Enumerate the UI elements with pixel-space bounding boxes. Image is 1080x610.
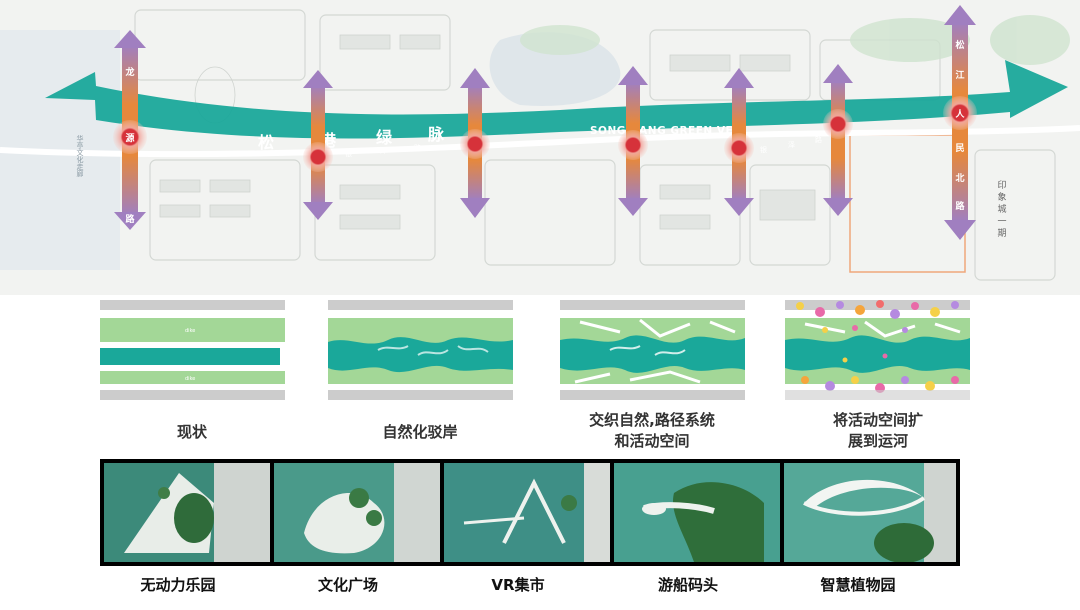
svg-text:dike: dike	[185, 376, 195, 382]
photo-label: 智慧植物园	[820, 576, 896, 594]
west-road-name: 龙 源 路	[124, 66, 135, 225]
building-footprints	[159, 34, 816, 230]
road-label-yinyang: 银 洋 路	[345, 143, 421, 158]
svg-text:dike: dike	[185, 328, 195, 334]
city-road	[0, 125, 1080, 158]
title-char: 松	[258, 133, 274, 152]
node-marker	[460, 129, 490, 159]
svg-text:松: 松	[955, 39, 964, 51]
svg-text:路: 路	[125, 213, 135, 225]
node-marker	[113, 120, 147, 154]
photo-label: 文化广场	[317, 576, 378, 594]
photo-vr-market	[444, 463, 610, 562]
svg-text:洋: 洋	[380, 146, 387, 155]
svg-text:一: 一	[997, 217, 1006, 227]
corridor-map: 松 港 绿 脉 SONG GANG GREEN VEIN 银 洋 路 银 泽 路	[0, 0, 1080, 295]
svg-text:路: 路	[414, 143, 421, 152]
svg-text:路: 路	[815, 135, 822, 144]
road-label-yinze: 银 泽 路	[760, 135, 822, 154]
photo-label: 游船码头	[657, 576, 718, 594]
stage-current: dike dike	[100, 300, 285, 400]
photo-playground	[104, 463, 270, 562]
photo-botanical-garden	[784, 463, 956, 562]
title-char: 脉	[427, 125, 445, 144]
title-char: 绿	[376, 128, 393, 147]
corridor-title-en: SONG GANG GREEN VEIN	[590, 125, 747, 137]
photo-strip	[100, 459, 960, 566]
photo-culture-plaza	[274, 463, 440, 562]
stage-label: 交织自然,路径系统 和活动空间	[589, 411, 715, 450]
activity-dots	[796, 300, 959, 393]
stage-extend-activity	[785, 300, 970, 400]
stage-label: 现状	[176, 423, 207, 441]
svg-text:北: 北	[955, 172, 964, 184]
svg-text:源: 源	[125, 132, 134, 144]
photo-boat-dock	[614, 463, 780, 562]
nodes	[113, 96, 977, 172]
stage-natural-bank	[328, 300, 513, 400]
svg-text:银: 银	[345, 149, 352, 158]
node-marker	[823, 109, 853, 139]
stage-label: 自然化驳岸	[382, 423, 458, 441]
svg-text:期: 期	[997, 228, 1006, 239]
green-vein-arrow	[45, 60, 1068, 139]
node-marker	[724, 133, 754, 163]
node-marker	[943, 96, 977, 130]
svg-text:城: 城	[997, 204, 1006, 215]
svg-text:泽: 泽	[788, 141, 795, 149]
photo-label: 无动力乐园	[140, 576, 216, 594]
stage-weave	[560, 300, 745, 400]
svg-text:民: 民	[955, 143, 964, 154]
photo-label: VR集市	[491, 576, 545, 594]
stage-label: 将活动空间扩 展到运河	[832, 411, 923, 450]
svg-text:象: 象	[997, 191, 1006, 203]
left-edge-label: 华亭文化走廊	[76, 134, 84, 178]
east-road-name: 松 江 人 民 北 路	[954, 39, 965, 212]
svg-text:路: 路	[955, 200, 965, 212]
svg-text:江: 江	[955, 69, 964, 81]
right-block-label: 印 象 城 一 期	[997, 179, 1006, 239]
svg-text:人: 人	[954, 108, 965, 120]
svg-text:银: 银	[760, 145, 767, 154]
svg-text:印: 印	[997, 179, 1006, 191]
svg-text:龙: 龙	[124, 66, 134, 78]
green-patches	[520, 15, 1070, 65]
node-marker	[303, 142, 333, 172]
node-marker	[618, 130, 648, 160]
